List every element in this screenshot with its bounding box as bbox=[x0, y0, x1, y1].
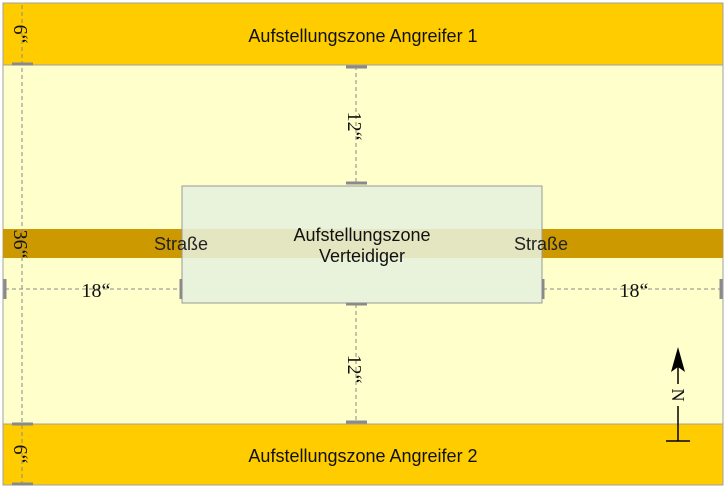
gap-left-label: 18“ bbox=[82, 280, 111, 302]
defender-zone bbox=[181, 185, 543, 304]
attacker-2-zone bbox=[2, 423, 724, 486]
gap-bottom-label: 12“ bbox=[343, 355, 365, 384]
board-depth-label: 36“ bbox=[9, 230, 31, 259]
defender-zone-label-line1: Aufstellungszone bbox=[293, 225, 430, 245]
gap-right-label: 18“ bbox=[620, 280, 649, 302]
defender-zone-label-line2: Verteidiger bbox=[319, 246, 405, 266]
top-zone-depth-label: 6“ bbox=[9, 25, 31, 44]
north-arrow-icon: N bbox=[666, 347, 690, 442]
gap-top-label: 12“ bbox=[343, 112, 365, 141]
attacker-1-zone bbox=[2, 2, 724, 66]
compass-label: N bbox=[668, 389, 688, 402]
road-label-left: Straße bbox=[154, 234, 208, 254]
attacker-1-zone-label: Aufstellungszone Angreifer 1 bbox=[248, 26, 477, 46]
attacker-2-zone-label: Aufstellungszone Angreifer 2 bbox=[248, 446, 477, 466]
road-label-right: Straße bbox=[514, 234, 568, 254]
bottom-zone-depth-label: 6“ bbox=[9, 445, 31, 464]
